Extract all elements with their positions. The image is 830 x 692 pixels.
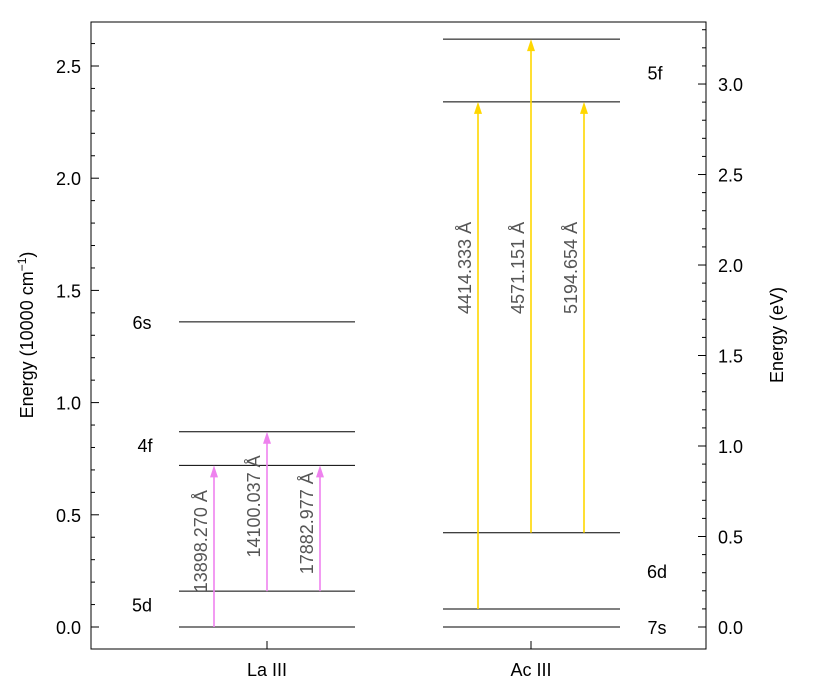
arrowhead-la-iii <box>263 431 271 444</box>
x-tick-label-ac-iii: Ac III <box>510 660 551 680</box>
left-tick-label: 2.0 <box>56 169 81 189</box>
wavelength-label-ac-iii: 4571.151 Å <box>508 222 528 314</box>
wavelength-label-la-iii: 14100.037 Å <box>244 455 264 557</box>
axes: 0.0 0.5 1.0 1.5 2.0 2.5 0.0 0.5 1.0 1.5 2.0 2.5 3.0L… <box>56 29 743 680</box>
level-label-ac-iii: 6d <box>647 562 667 582</box>
right-tick-label: 1.5 <box>718 347 743 367</box>
y-axis-label-superscript: −1 <box>15 257 29 271</box>
arrowhead-la-iii <box>316 465 324 478</box>
left-tick-label: 1.5 <box>56 281 81 301</box>
wavelength-label-la-iii: 17882.977 Å <box>297 472 317 574</box>
x-tick-label-la-iii: La III <box>247 660 287 680</box>
right-tick-label: 3.0 <box>718 75 743 95</box>
level-label-la-iii: 6s <box>132 313 151 333</box>
arrowhead-la-iii <box>210 465 218 478</box>
right-tick-label: 0.0 <box>718 618 743 638</box>
level-label-ac-iii: 5f <box>647 64 663 84</box>
right-tick-label: 2.0 <box>718 256 743 276</box>
wavelength-label-ac-iii: 4414.333 Å <box>455 222 475 314</box>
y-axis-label-left: Energy (10000 cm−1) <box>15 252 37 419</box>
right-tick-label: 2.5 <box>718 166 743 186</box>
plot-frame <box>90 21 707 650</box>
level-label-la-iii: 5d <box>132 596 152 616</box>
wavelength-label-la-iii: 13898.270 Å <box>191 490 211 592</box>
wavelength-label-ac-iii: 5194.654 Å <box>561 222 581 314</box>
y-axis-label-right: Energy (eV) <box>767 287 787 383</box>
arrowhead-ac-iii <box>527 39 535 52</box>
arrowhead-ac-iii <box>580 101 588 114</box>
chart-marks: 5d 4f 6s 13898.270 Å 14100.037 Å 17882.977 Å 7… <box>132 38 667 638</box>
level-label-ac-iii: 7s <box>647 618 666 638</box>
level-label-la-iii: 4f <box>137 436 153 456</box>
right-tick-label: 0.5 <box>718 528 743 548</box>
left-tick-label: 1.0 <box>56 394 81 414</box>
left-tick-label: 2.5 <box>56 57 81 77</box>
left-tick-label: 0.0 <box>56 618 81 638</box>
left-tick-label: 0.5 <box>56 506 81 526</box>
arrowhead-ac-iii <box>474 101 482 114</box>
right-tick-label: 1.0 <box>718 437 743 457</box>
